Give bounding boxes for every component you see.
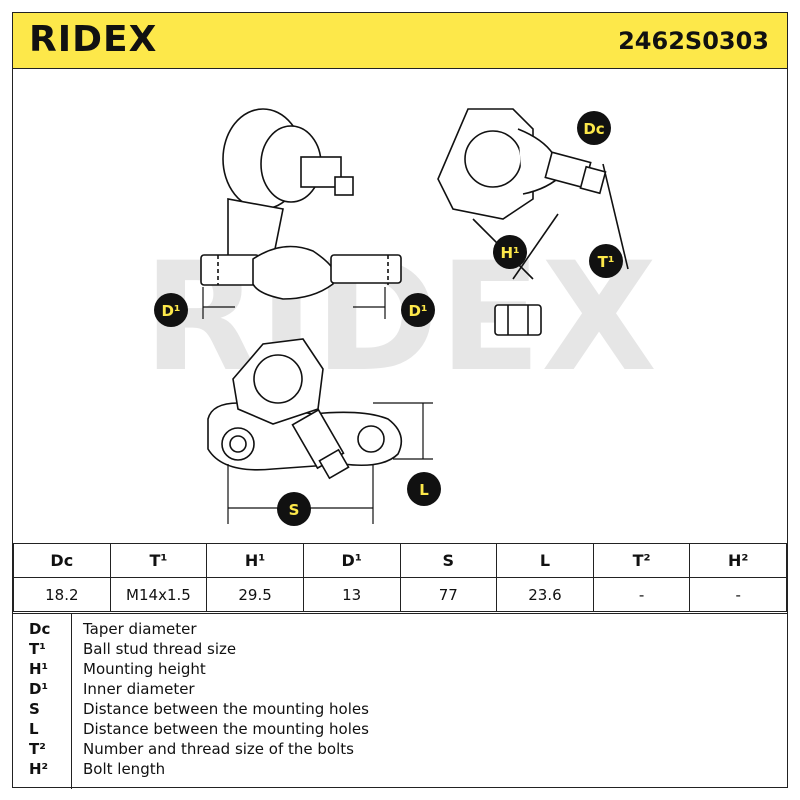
callout-l: L: [407, 472, 441, 506]
brand-logo: RIDEX: [29, 19, 158, 60]
spec-table: Dc T¹ H¹ D¹ S L T² H² 18.2 M14x1.5 29.5 …: [13, 543, 787, 612]
legend-key: L: [29, 720, 39, 738]
legend-key: H²: [29, 760, 49, 778]
legend-key: H¹: [29, 660, 49, 678]
ball-joint-side-view: [200, 108, 402, 300]
svg-text:D¹: D¹: [408, 302, 427, 320]
svg-text:D¹: D¹: [161, 302, 180, 320]
technical-drawing: RIDEX: [13, 69, 787, 543]
d1-dimension-lines: [202, 287, 386, 319]
spec-header: Dc: [13, 543, 111, 578]
legend-desc: Ball stud thread size: [83, 640, 237, 658]
legend-desc: Inner diameter: [83, 680, 195, 698]
spec-header: L: [496, 543, 594, 578]
spec-value: M14x1.5: [109, 577, 208, 612]
svg-text:Dc: Dc: [583, 120, 604, 138]
spec-value: 13: [302, 577, 401, 612]
spec-value: 29.5: [206, 577, 304, 612]
spec-header: H²: [689, 543, 787, 578]
legend-key: D¹: [29, 680, 49, 698]
callout-d1-left: D¹: [154, 293, 188, 327]
legend-divider: [71, 614, 72, 789]
svg-text:H¹: H¹: [500, 244, 519, 262]
legend-key: Dc: [29, 620, 51, 638]
legend-key: S: [29, 700, 40, 718]
spec-value: 23.6: [496, 577, 594, 612]
legend-item: D¹ Inner diameter: [13, 680, 787, 700]
spec-header: T²: [592, 543, 691, 578]
spec-value: -: [689, 577, 787, 612]
legend-desc: Bolt length: [83, 760, 166, 778]
part-number: 2462S0303: [618, 27, 769, 55]
drawing-canvas: RIDEX: [143, 108, 657, 526]
legend-item: Dc Taper diameter: [13, 620, 787, 640]
nut-drawing: [494, 304, 542, 336]
spec-value: 77: [399, 577, 498, 612]
legend-desc: Distance between the mounting holes: [83, 700, 369, 718]
spec-value: 18.2: [13, 577, 111, 612]
callout-h1: H¹: [493, 235, 527, 269]
legend-desc: Mounting height: [83, 660, 206, 678]
legend-desc: Taper diameter: [83, 620, 197, 638]
legend-item: T¹ Ball stud thread size: [13, 640, 787, 660]
svg-text:T¹: T¹: [598, 253, 615, 271]
spec-header: H¹: [206, 543, 304, 578]
callout-s: S: [277, 492, 311, 526]
legend-desc: Distance between the mounting holes: [83, 720, 369, 738]
svg-text:S: S: [289, 501, 300, 519]
ball-joint-bottom-view: [207, 338, 403, 480]
legend: Dc Taper diameter T¹ Ball stud thread si…: [13, 613, 787, 789]
spec-header: T¹: [109, 543, 208, 578]
header-bar: RIDEX 2462S0303: [13, 13, 787, 69]
legend-key: T²: [29, 740, 46, 758]
legend-item: H² Bolt length: [13, 760, 787, 780]
legend-item: H¹ Mounting height: [13, 660, 787, 680]
legend-desc: Number and thread size of the bolts: [83, 740, 354, 758]
legend-item: T² Number and thread size of the bolts: [13, 740, 787, 760]
ball-joint-section-view: [437, 108, 629, 280]
spec-header: S: [399, 543, 498, 578]
product-sheet: RIDEX 2462S0303 RIDEX: [12, 12, 788, 789]
legend-item: S Distance between the mounting holes: [13, 700, 787, 720]
callout-t1: T¹: [589, 244, 623, 278]
spec-value: -: [592, 577, 691, 612]
legend-item: L Distance between the mounting holes: [13, 720, 787, 740]
spec-header: D¹: [302, 543, 401, 578]
svg-text:L: L: [419, 481, 429, 499]
spec-value-row: 18.2 M14x1.5 29.5 13 77 23.6 - -: [13, 577, 787, 612]
callout-dc: Dc: [577, 111, 611, 145]
callout-d1-right: D¹: [401, 293, 435, 327]
legend-key: T¹: [29, 640, 46, 658]
spec-header-row: Dc T¹ H¹ D¹ S L T² H²: [13, 543, 787, 578]
